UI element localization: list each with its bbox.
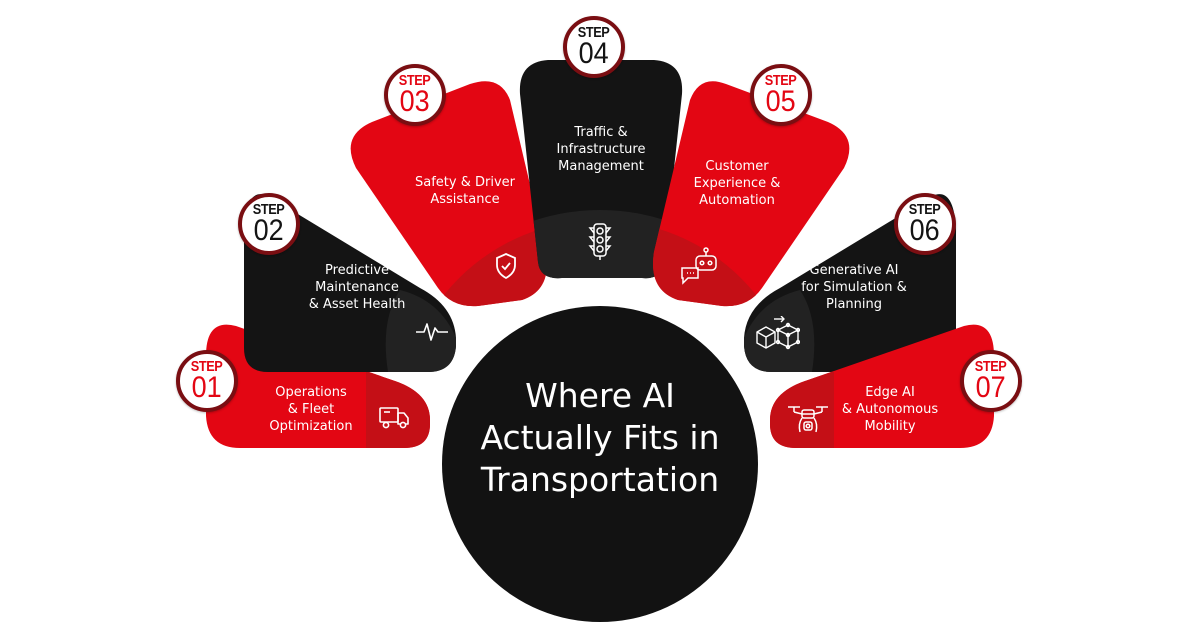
- step-03-line: Assistance: [430, 192, 500, 207]
- step-04-line: Traffic &: [574, 125, 628, 140]
- chatbot-icon: [681, 247, 717, 285]
- step-number: 03: [399, 85, 431, 118]
- center-title-line: Where AI: [525, 376, 675, 415]
- step-05-line: Experience &: [693, 176, 781, 191]
- step-02-line: Predictive: [324, 263, 390, 278]
- step-02-line: Maintenance: [315, 280, 399, 295]
- center-title: Where AI Actually Fits in Transportation: [480, 375, 719, 501]
- petal-step-03: [350, 81, 547, 307]
- heartbeat-icon: [416, 323, 448, 341]
- step-05-title: Customer Experience & Automation: [662, 158, 812, 209]
- center-hub: Where AI Actually Fits in Transportation: [442, 306, 758, 622]
- step-01-badge: STEP 01: [176, 350, 238, 412]
- drone-icon: [788, 406, 828, 433]
- step-05-badge: STEP 05: [750, 64, 812, 126]
- truck-icon: [379, 407, 409, 429]
- petal-step-05: [653, 81, 850, 307]
- step-07-line: & Autonomous: [841, 402, 939, 417]
- center-title-line: Transportation: [480, 460, 720, 499]
- shield-check-icon: [496, 253, 516, 280]
- step-05-line: Automation: [699, 193, 775, 208]
- step-06-line: for Simulation &: [801, 280, 907, 295]
- step-04-badge: STEP 04: [563, 16, 625, 78]
- step-01-title: Operations & Fleet Optimization: [246, 384, 376, 435]
- step-number: 06: [909, 214, 941, 247]
- step-label: STEP: [253, 201, 285, 218]
- step-06-line: Generative AI: [809, 263, 899, 278]
- step-07-line: Edge AI: [865, 385, 915, 400]
- step-03-line: Safety & Driver: [415, 175, 515, 190]
- step-02-title: Predictive Maintenance & Asset Health: [282, 262, 432, 313]
- step-01-line: Optimization: [269, 419, 353, 434]
- petal-step-04: [519, 60, 683, 279]
- step-02-badge: STEP 02: [238, 193, 300, 255]
- step-06-badge: STEP 06: [894, 193, 956, 255]
- step-02-line: & Asset Health: [308, 297, 406, 312]
- center-title-line: Actually Fits in: [480, 418, 720, 457]
- step-label: STEP: [909, 201, 941, 218]
- traffic-light-icon: [588, 223, 612, 260]
- step-number: 05: [765, 85, 797, 118]
- step-04-title: Traffic & Infrastructure Management: [530, 124, 672, 175]
- step-label: STEP: [975, 358, 1007, 375]
- step-05-line: Customer: [705, 159, 769, 174]
- step-03-title: Safety & Driver Assistance: [390, 174, 540, 208]
- step-label: STEP: [765, 72, 797, 89]
- step-03-badge: STEP 03: [384, 64, 446, 126]
- 3d-cubes-icon: [756, 316, 800, 350]
- step-04-line: Management: [558, 159, 644, 174]
- step-06-line: Planning: [826, 297, 882, 312]
- step-01-line: Operations: [275, 385, 347, 400]
- step-04-line: Infrastructure: [556, 142, 646, 157]
- step-07-title: Edge AI & Autonomous Mobility: [820, 384, 960, 435]
- step-07-badge: STEP 07: [960, 350, 1022, 412]
- step-label: STEP: [191, 358, 223, 375]
- step-01-line: & Fleet: [287, 402, 335, 417]
- step-number: 07: [975, 371, 1007, 404]
- petal-step-02: [244, 194, 456, 372]
- step-number: 02: [253, 214, 285, 247]
- step-07-line: Mobility: [864, 419, 916, 434]
- step-label: STEP: [578, 24, 610, 41]
- step-06-title: Generative AI for Simulation & Planning: [774, 262, 934, 313]
- step-number: 01: [191, 371, 223, 404]
- step-number: 04: [578, 37, 610, 70]
- step-label: STEP: [399, 72, 431, 89]
